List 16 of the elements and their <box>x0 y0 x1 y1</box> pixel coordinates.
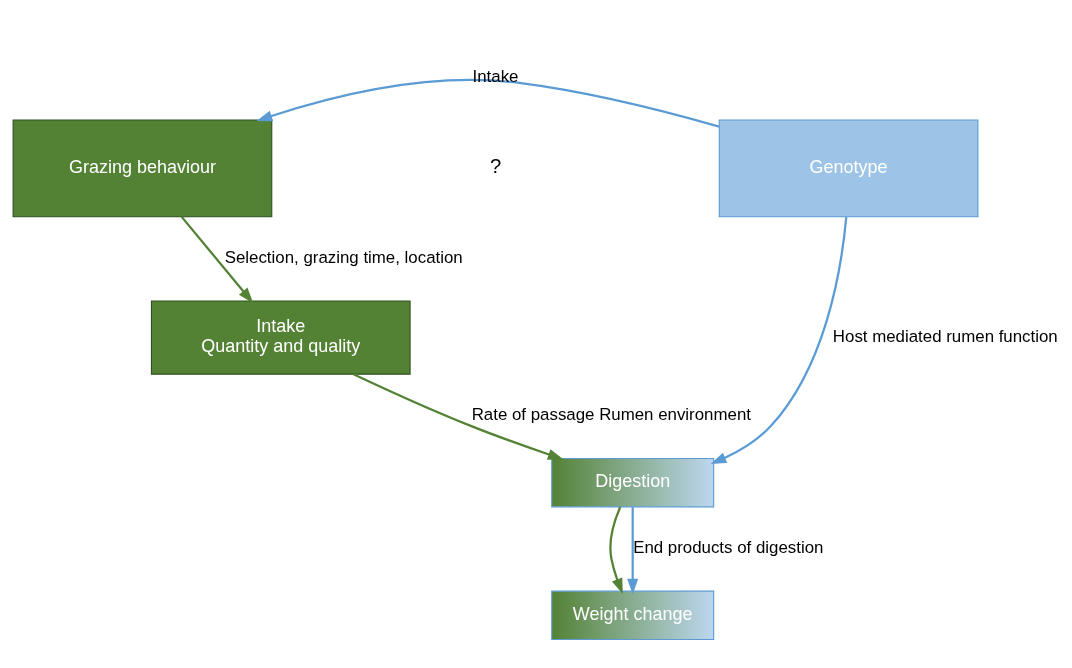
arrow <box>609 506 623 594</box>
edge-label: Rate of passage Rumen environment <box>471 404 751 424</box>
arrow <box>180 215 254 303</box>
node-box: Grazing behaviour <box>12 118 273 217</box>
node-box: Digestion <box>551 457 715 507</box>
arrow <box>256 78 720 128</box>
edge-label: End products of digestion <box>633 537 824 557</box>
edge-label: Host mediated rumen function <box>832 326 1058 346</box>
label: ? <box>489 154 502 177</box>
node-box: Weight change <box>551 590 715 640</box>
node-box: Genotype <box>718 118 979 217</box>
arrow <box>710 216 848 464</box>
arrow <box>353 372 564 460</box>
arrow <box>627 506 639 594</box>
node-box: Intake Quantity and quality <box>150 300 411 375</box>
edge-label: Selection, grazing time, location <box>224 247 463 267</box>
